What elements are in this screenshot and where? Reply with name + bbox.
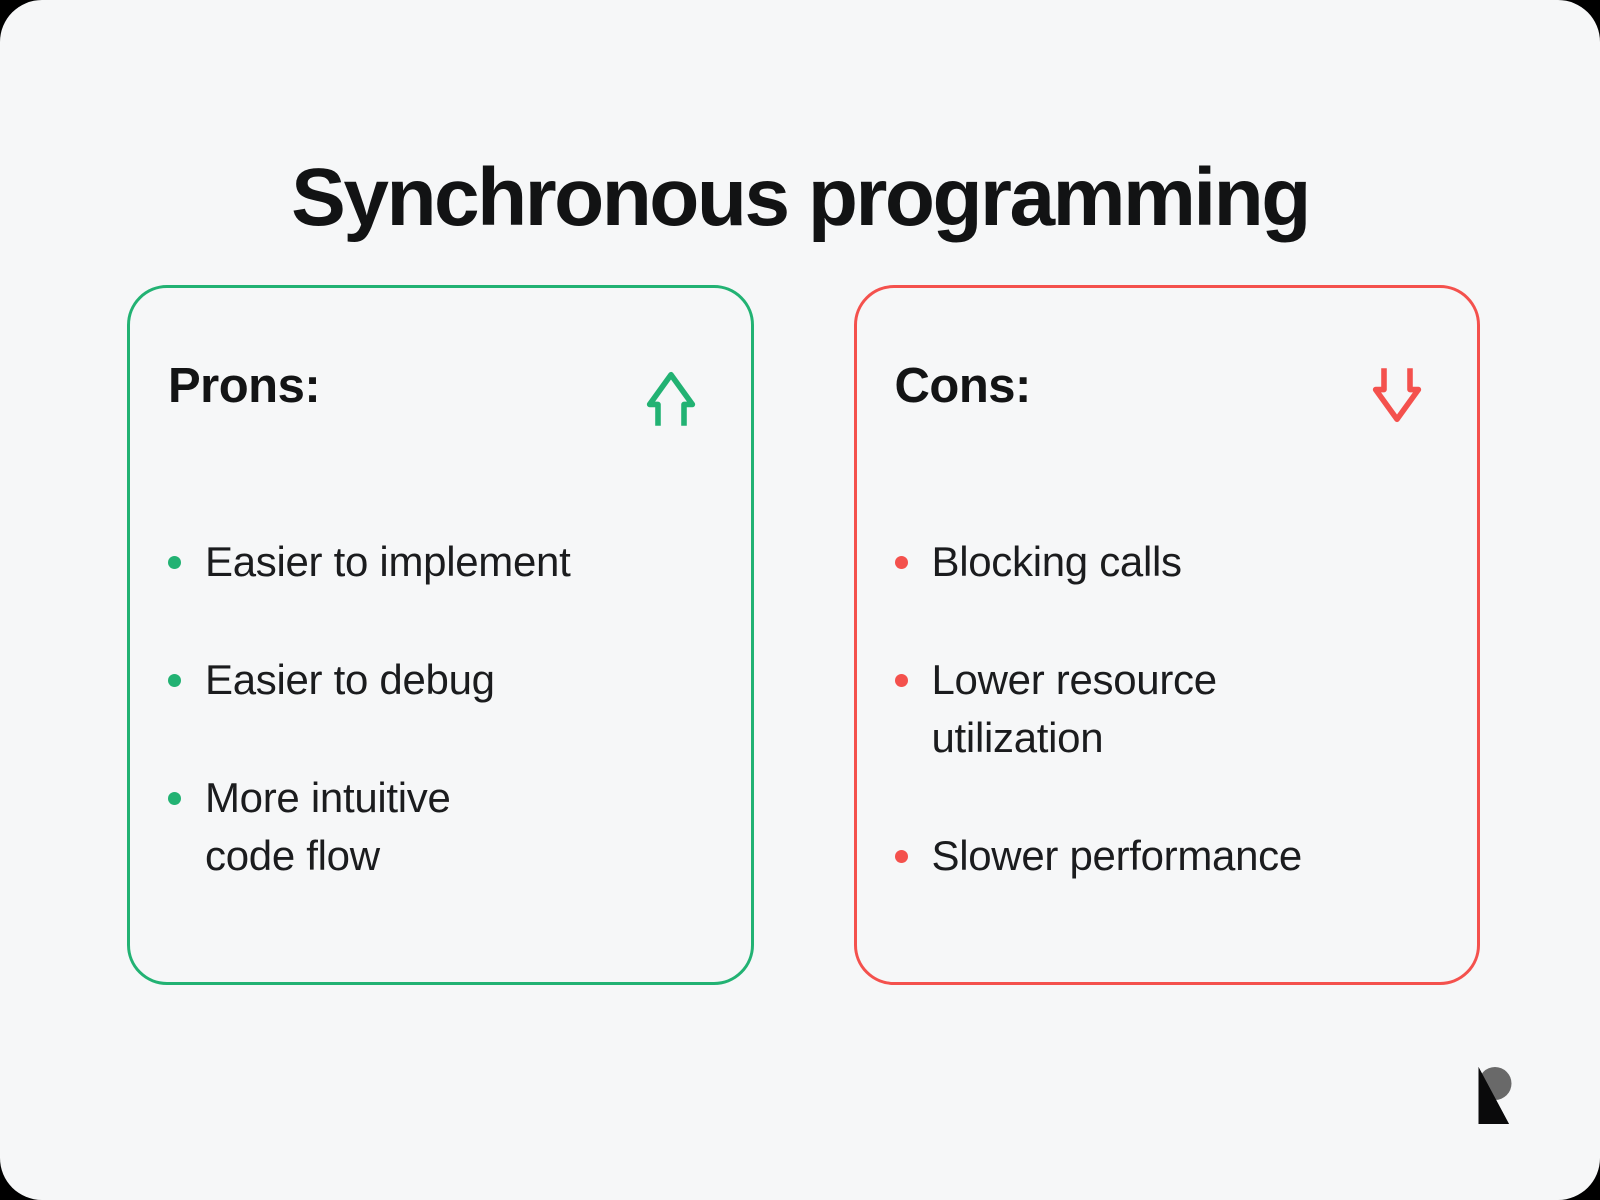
pros-card: Prons: Easier to implement [127,285,754,985]
bullet-dot [894,556,908,569]
list-item-text: Lower resource utilization [931,651,1218,767]
cons-card-header: Cons: [895,358,1436,431]
list-item-line: Slower performance [931,832,1303,879]
pros-list: Easier to implement Easier to debug More… [168,533,709,885]
list-item: Easier to debug [168,651,709,709]
list-item: More intuitive code flow [168,769,709,885]
page-title: Synchronous programming [291,151,1311,243]
list-item-line: More intuitive [205,774,451,821]
list-item-text: More intuitive code flow [205,769,451,885]
bullet-dot [168,556,181,569]
pros-card-header: Prons: [168,358,709,431]
arrow-up-icon [645,368,697,431]
list-item: Easier to implement [168,533,709,591]
cards-row: Prons: Easier to implement [127,285,1480,985]
bullet-dot [168,674,181,687]
list-item-text: Easier to implement [205,533,571,591]
list-item-line: code flow [205,832,380,879]
bullet-dot [894,674,908,687]
list-item-line: Easier to debug [205,656,495,703]
list-item-line: Lower resource [931,656,1218,703]
list-item-line: Easier to implement [205,538,571,585]
list-item-line: utilization [931,714,1104,761]
cons-list: Blocking calls Lower resource utilizatio… [894,533,1436,885]
bullet-dot [894,850,908,863]
list-item: Slower performance [894,827,1436,885]
r-logomark-icon [1476,1067,1514,1124]
list-item: Lower resource utilization [894,651,1436,767]
list-item-text: Easier to debug [205,651,495,709]
list-item-text: Slower performance [931,827,1303,885]
bullet-dot [168,792,181,805]
pros-heading: Prons: [168,359,321,413]
list-item: Blocking calls [894,533,1436,591]
list-item-line: Blocking calls [931,538,1183,585]
cons-heading: Cons: [894,359,1032,413]
arrow-down-icon [1371,368,1423,431]
cons-card: Cons: Blocking calls [853,285,1480,985]
list-item-text: Blocking calls [931,533,1183,591]
